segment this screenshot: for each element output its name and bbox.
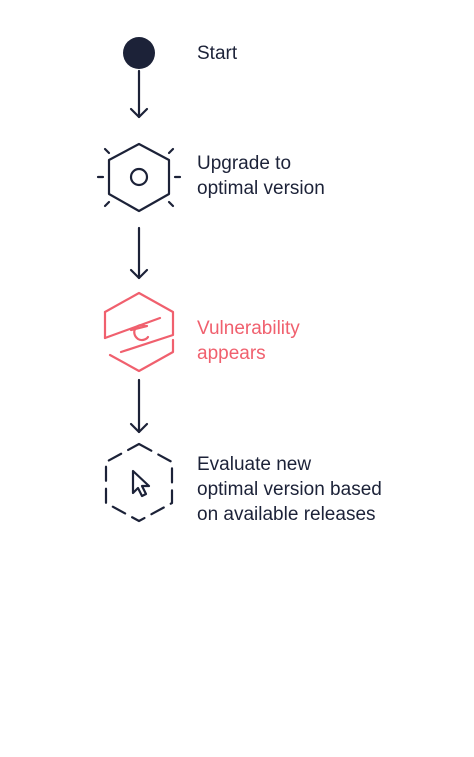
step-start-label: Start xyxy=(197,43,238,64)
gear-hexagon-icon xyxy=(96,142,182,213)
arrow-down-icon xyxy=(129,226,149,280)
broken-hexagon-icon xyxy=(103,291,175,373)
step-evaluate-label: Evaluate new optimal version based on av… xyxy=(197,454,382,525)
arrow-down-icon xyxy=(129,69,149,119)
step-vulnerability-label: Vulnerability appears xyxy=(197,318,300,364)
cursor-hexagon-icon xyxy=(104,442,174,523)
arrow-down-icon xyxy=(129,378,149,434)
start-dot-icon xyxy=(123,37,155,69)
step-upgrade-label: Upgrade to optimal version xyxy=(197,153,325,199)
